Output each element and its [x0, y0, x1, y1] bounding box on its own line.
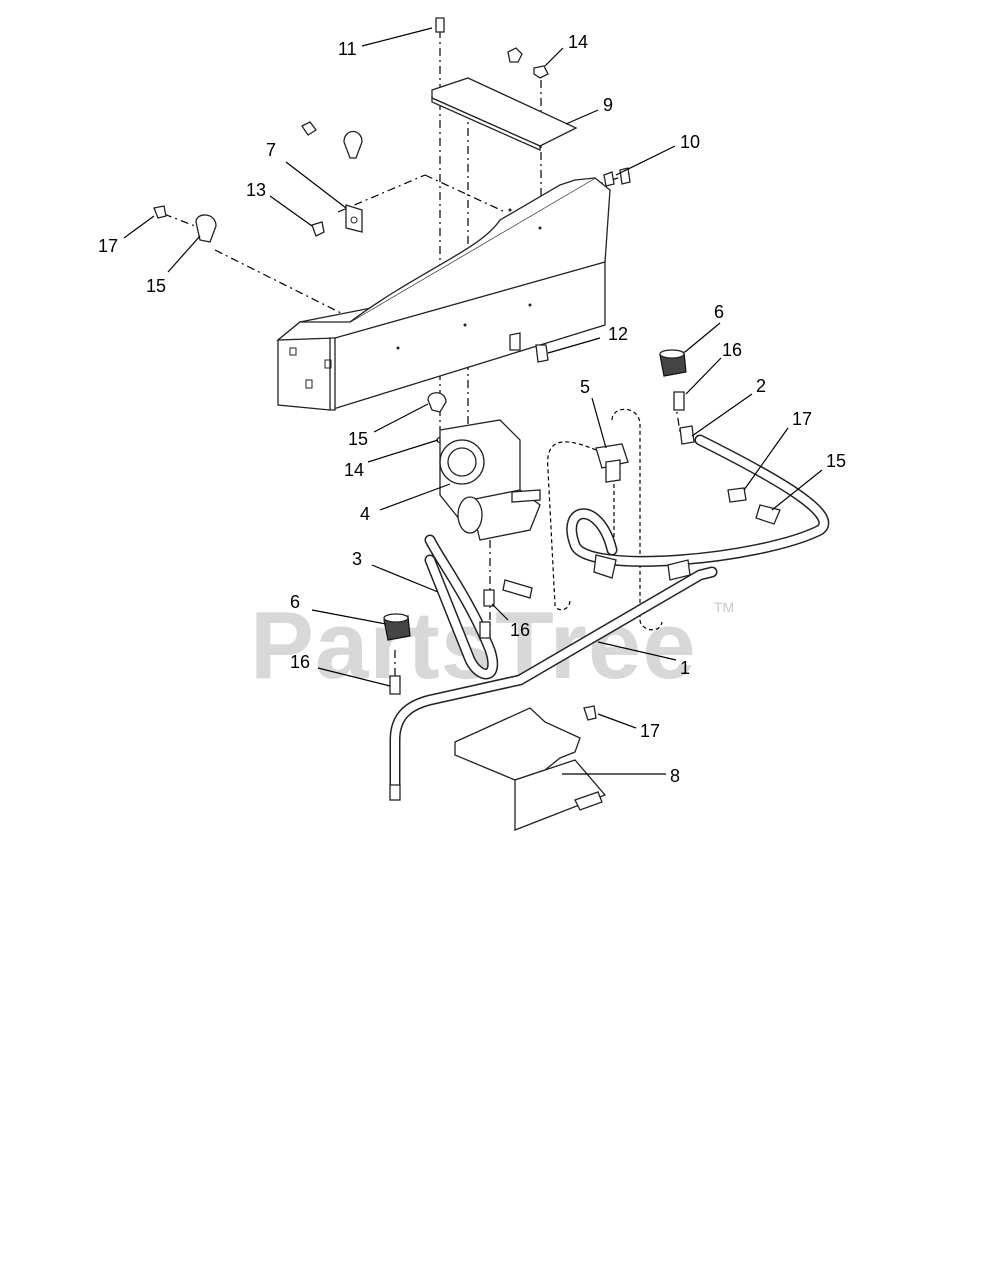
leader-lines: [123, 27, 823, 775]
callout-11: 11: [338, 39, 357, 59]
callout-15: 15: [348, 429, 368, 449]
callout-3: 3: [352, 549, 362, 569]
callout-16: 16: [722, 340, 742, 360]
filter-caps: [383, 349, 687, 695]
callout-16: 16: [510, 620, 530, 640]
callout-8: 8: [670, 766, 680, 786]
callout-16: 16: [290, 652, 310, 672]
bracket-plate: [431, 77, 578, 152]
callout-6: 6: [714, 302, 724, 322]
valve-assembly: [439, 419, 541, 541]
shield-plate: [454, 707, 607, 831]
callout-14: 14: [568, 32, 588, 52]
callout-10: 10: [680, 132, 700, 152]
frame-rail: [276, 177, 611, 411]
callout-13: 13: [246, 180, 266, 200]
callout-14: 14: [344, 460, 364, 480]
callout-17: 17: [640, 721, 660, 741]
tee-fitting: [595, 443, 629, 483]
callout-6: 6: [290, 592, 300, 612]
callout-15: 15: [826, 451, 846, 471]
small-hardware: [153, 17, 631, 721]
callout-9: 9: [603, 95, 613, 115]
hydraulic-hoses: [389, 425, 830, 801]
watermark-trademark: TM: [714, 599, 734, 615]
callout-2: 2: [756, 376, 766, 396]
callout-5: 5: [580, 377, 590, 397]
callout-15: 15: [146, 276, 166, 296]
callout-1: 1: [680, 658, 690, 678]
callout-17: 17: [98, 236, 118, 256]
callout-labels: 11 14 9 10 7 13 17 15 12 6 16 5 2 17 15 …: [98, 32, 846, 786]
callout-12: 12: [608, 324, 628, 344]
callout-7: 7: [266, 140, 276, 160]
callout-4: 4: [360, 504, 370, 524]
callout-17: 17: [792, 409, 812, 429]
